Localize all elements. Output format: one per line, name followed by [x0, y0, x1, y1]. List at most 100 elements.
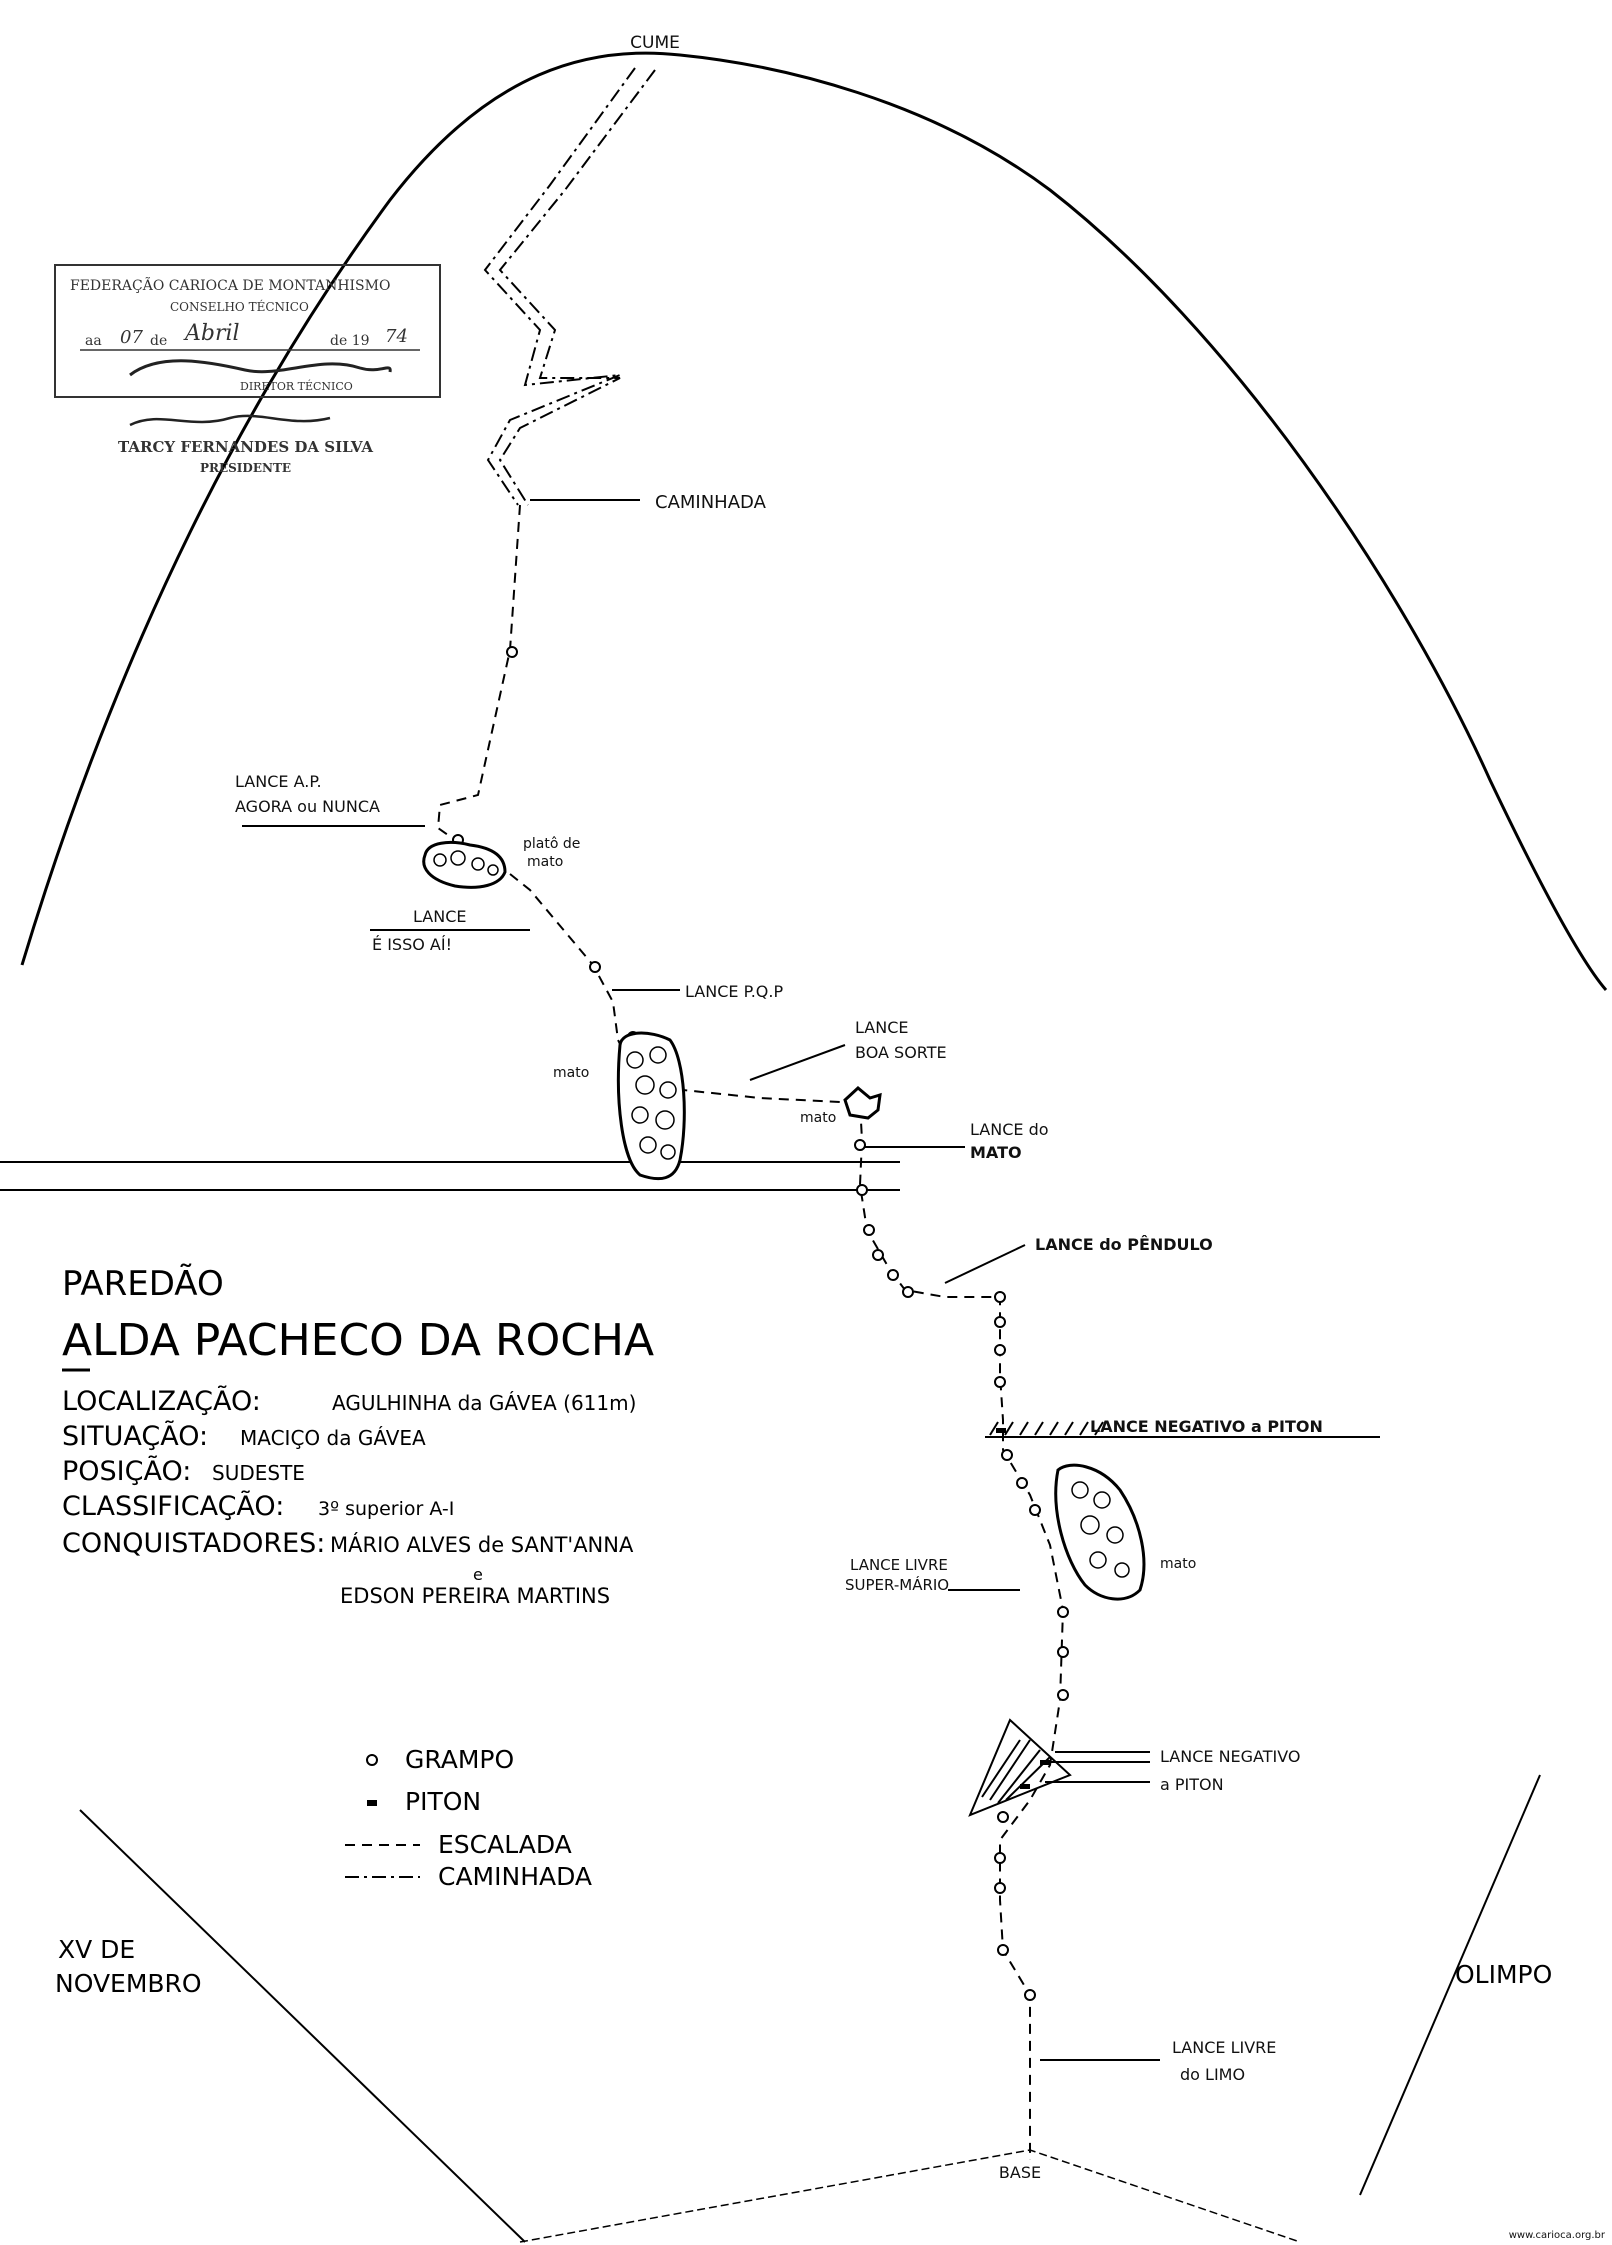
label-lance-pendulo: LANCE do PÊNDULO — [1035, 1235, 1213, 1254]
conquerors-key: CONQUISTADORES: — [62, 1528, 325, 1559]
grampo — [997, 1811, 1009, 1823]
label-lance-ap-1: LANCE A.P. — [235, 772, 322, 791]
grampo — [863, 1224, 875, 1236]
grampo — [856, 1184, 868, 1196]
label-lance-ap-2: AGORA ou NUNCA — [235, 797, 380, 816]
label-lance-pqp: LANCE P.Q.P — [685, 982, 783, 1001]
stamp-org: FEDERAÇÃO CARIOCA DE MONTANHISMO — [70, 276, 390, 294]
stamp-date-prefix: aa — [85, 333, 102, 349]
label-livre-super-1: LANCE LIVRE — [850, 1556, 948, 1574]
label-plato-2: mato — [527, 854, 563, 870]
overhang-a — [985, 1421, 1380, 1438]
conquerors-and: e — [473, 1565, 483, 1584]
side-label-left-2: NOVEMBRO — [55, 1969, 202, 1998]
label-neg-piton-b1: LANCE NEGATIVO — [1160, 1747, 1301, 1766]
grampo — [994, 1344, 1006, 1356]
stamp-year: 74 — [385, 326, 408, 347]
stamp-month: Abril — [183, 321, 240, 346]
climbing-route — [436, 504, 1065, 2160]
side-label-right: OLIMPO — [1455, 1960, 1552, 1989]
route-labels: CAMINHADA LANCE A.P. AGORA ou NUNCA plat… — [235, 492, 1323, 2084]
location-key: LOCALIZAÇÃO: — [62, 1385, 261, 1417]
conqueror-1: MÁRIO ALVES de SANT'ANNA — [330, 1532, 634, 1557]
position-key: POSIÇÃO: — [62, 1455, 191, 1487]
approval-stamp: FEDERAÇÃO CARIOCA DE MONTANHISMO CONSELH… — [54, 264, 441, 475]
situation-key: SITUAÇÃO: — [62, 1420, 208, 1452]
classification-key: CLASSIFICAÇÃO: — [62, 1490, 284, 1522]
mato-plato — [422, 841, 507, 889]
label-mato-a: mato — [553, 1065, 589, 1081]
grampo — [1001, 1449, 1013, 1461]
stamp-director: DIRETOR TÉCNICO — [240, 379, 353, 393]
president-signature — [129, 414, 331, 427]
mato-bushes — [422, 841, 1146, 1601]
route-info: PAREDÃO ALDA PACHECO DA ROCHA LOCALIZAÇÃ… — [62, 1264, 654, 1608]
mato-large — [616, 1031, 686, 1181]
piton — [1020, 1784, 1030, 1789]
position-value: SUDESTE — [212, 1461, 305, 1485]
stamp-day: 07 — [120, 327, 143, 348]
conqueror-2: EDSON PEREIRA MARTINS — [340, 1584, 610, 1608]
label-mato-b: mato — [800, 1110, 836, 1126]
legend-grampo-symbol — [366, 1754, 378, 1766]
grampo — [994, 1852, 1006, 1864]
olimpo-line — [1359, 1774, 1541, 2196]
grampo — [589, 961, 601, 973]
director-signature — [129, 359, 392, 377]
approach-trail — [483, 67, 656, 506]
grampo — [902, 1286, 914, 1298]
stamp-council: CONSELHO TÉCNICO — [170, 299, 309, 314]
side-label-left-1: XV DE — [58, 1935, 135, 1964]
classification-value: 3º superior A-I — [318, 1498, 454, 1520]
leader-lines — [242, 499, 1160, 2061]
grampo — [887, 1269, 899, 1281]
grampo — [994, 1882, 1006, 1894]
label-livre-limo-2: do LIMO — [1180, 2065, 1245, 2084]
summit-label: CUME — [630, 33, 680, 53]
grampo — [1057, 1606, 1069, 1618]
grampo — [872, 1249, 884, 1261]
location-value: AGULHINHA da GÁVEA (611m) — [332, 1391, 636, 1415]
grampo — [1029, 1504, 1041, 1516]
legend-piton-symbol — [367, 1800, 377, 1806]
mato-small — [843, 1086, 882, 1120]
grampo — [994, 1291, 1006, 1303]
base-line — [519, 2149, 1301, 2243]
piton — [996, 1428, 1006, 1433]
grampo — [1057, 1646, 1069, 1658]
mountain-outline — [20, 51, 1608, 991]
watermark: www.carioca.org.br — [1509, 2230, 1606, 2241]
situation-value: MACIÇO da GÁVEA — [240, 1426, 426, 1450]
label-boa-sorte-2: BOA SORTE — [855, 1043, 947, 1062]
legend-piton: PITON — [405, 1787, 481, 1816]
label-lance-isso-1: LANCE — [413, 907, 466, 926]
grampo — [997, 1944, 1009, 1956]
grampo — [994, 1316, 1006, 1328]
mato-right — [1054, 1463, 1146, 1601]
mato-texture — [433, 850, 1130, 1578]
stamp-president-name: TARCY FERNANDES DA SILVA — [118, 438, 373, 456]
grampo — [1057, 1689, 1069, 1701]
label-livre-super-2: SUPER-MÁRIO — [845, 1575, 949, 1594]
wall-name: ALDA PACHECO DA ROCHA — [62, 1315, 654, 1366]
overhang-b — [968, 1718, 1072, 1817]
grampo — [506, 646, 518, 658]
label-mato-c: mato — [1160, 1556, 1196, 1572]
grampo — [1016, 1477, 1028, 1489]
legend: GRAMPO PITON ESCALADA CAMINHADA — [345, 1745, 592, 1891]
label-neg-piton-a: LANCE NEGATIVO a PITON — [1090, 1417, 1323, 1436]
stamp-president-title: PRESIDENTE — [200, 461, 291, 475]
label-plato-1: platô de — [523, 836, 580, 852]
legend-grampo: GRAMPO — [405, 1745, 514, 1774]
label-lance-mato-1: LANCE do — [970, 1120, 1049, 1139]
legend-caminhada: CAMINHADA — [438, 1862, 592, 1891]
label-livre-limo-1: LANCE LIVRE — [1172, 2038, 1276, 2057]
stamp-de: de — [150, 333, 167, 349]
wall-type: PAREDÃO — [62, 1264, 224, 1304]
grampo — [994, 1376, 1006, 1388]
xv-novembro-line — [79, 1809, 526, 2243]
label-boa-sorte-1: LANCE — [855, 1018, 908, 1037]
label-caminhada: CAMINHADA — [655, 492, 767, 513]
base-label: BASE — [999, 2163, 1041, 2182]
